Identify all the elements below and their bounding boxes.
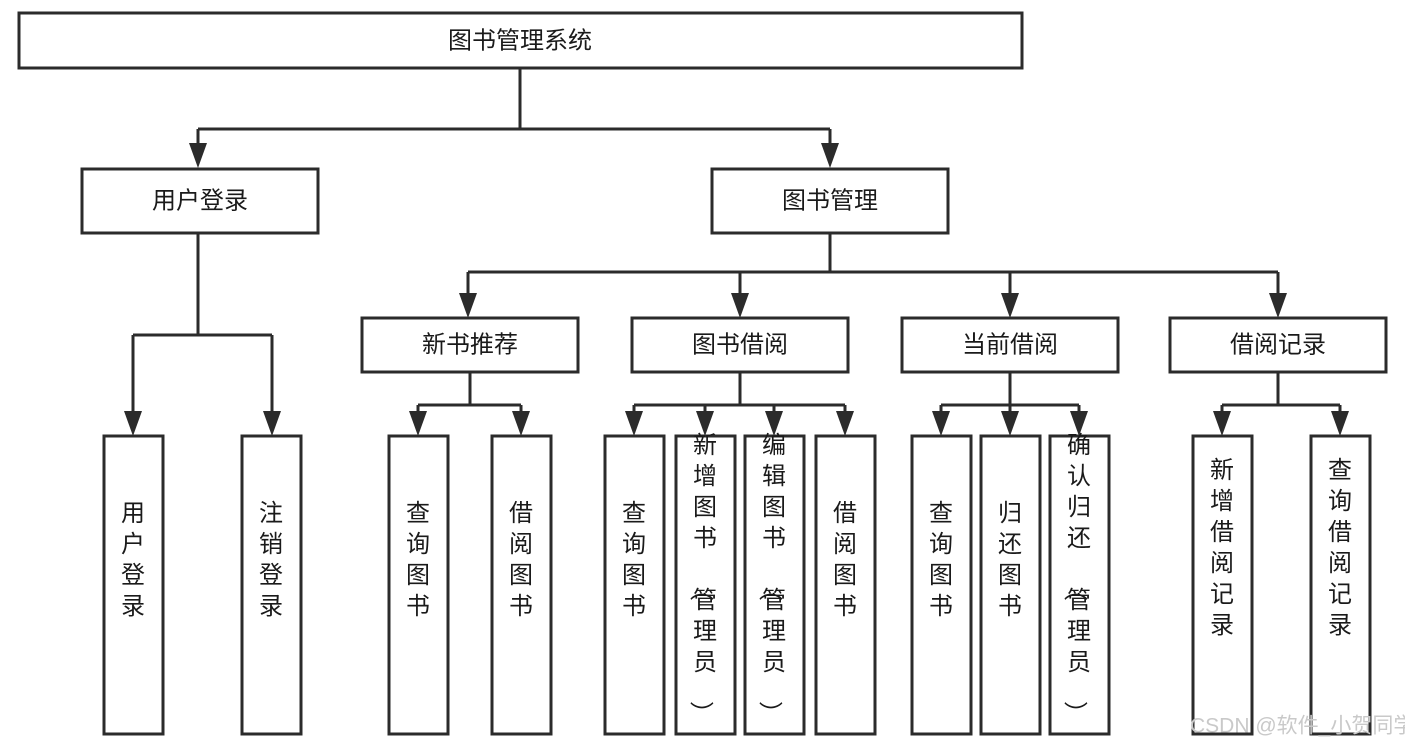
- node-leaf-return-book-label: 归还图书: [998, 500, 1022, 620]
- node-leaf-confirm-return-box[interactable]: [1048, 434, 1111, 736]
- node-leaf-borrow-book-1-box[interactable]: [490, 434, 553, 736]
- arrow-root-to-user-login: [189, 143, 207, 168]
- node-leaf-query-book-3-label: 查询图书: [929, 500, 953, 620]
- node-root-box[interactable]: [17, 11, 1024, 70]
- node-borrow-record-label: 借阅记录: [1230, 331, 1326, 358]
- arrow-to-leaf-query-book-3: [932, 411, 950, 436]
- node-user-login-label: 用户登录: [152, 187, 248, 214]
- node-leaf-confirm-return[interactable]: 确认归还（管理员）: [1048, 432, 1111, 736]
- node-leaf-borrow-book-1-label: 借阅图书: [509, 500, 533, 620]
- node-leaf-confirm-return-label: 确认归还（管理员）: [1061, 432, 1091, 725]
- arrow-to-leaf-query-record: [1331, 411, 1349, 436]
- connector-group-root: [189, 68, 839, 168]
- node-borrow-record[interactable]: 借阅记录: [1168, 316, 1388, 374]
- node-root-label: 图书管理系统: [448, 27, 592, 54]
- connector-group-new-book-recommend: [409, 372, 530, 436]
- node-leaf-add-record[interactable]: 新增借阅记录: [1191, 434, 1254, 736]
- connector-group-book-manage: [459, 233, 1287, 318]
- node-leaf-query-book-2-box[interactable]: [603, 434, 666, 736]
- arrow-to-leaf-borrow-book-2: [836, 411, 854, 436]
- node-leaf-user-login-label: 用户登录: [121, 500, 145, 620]
- node-new-book-recommend-box[interactable]: [360, 316, 580, 374]
- connector-group-current-borrow: [932, 372, 1088, 436]
- node-leaf-borrow-book-1[interactable]: 借阅图书: [490, 434, 553, 736]
- arrow-to-leaf-query-book-2: [625, 411, 643, 436]
- node-leaf-user-logout[interactable]: 注销登录: [240, 434, 303, 736]
- arrow-to-leaf-add-book: [696, 411, 714, 436]
- node-book-borrow[interactable]: 图书借阅: [630, 316, 850, 374]
- arrow-to-leaf-confirm-return: [1070, 411, 1088, 436]
- node-current-borrow-label: 当前借阅: [962, 331, 1058, 358]
- arrow-to-leaf-add-record: [1213, 411, 1231, 436]
- node-book-manage[interactable]: 图书管理: [710, 167, 950, 235]
- node-leaf-user-logout-box[interactable]: [240, 434, 303, 736]
- node-book-manage-label: 图书管理: [782, 187, 878, 214]
- node-book-borrow-label: 图书借阅: [692, 331, 788, 358]
- node-leaf-edit-book-box[interactable]: [743, 434, 806, 736]
- node-leaf-query-book-3-box[interactable]: [910, 434, 973, 736]
- node-leaf-borrow-book-2-label: 借阅图书: [833, 500, 857, 620]
- arrow-to-new-book-recommend: [459, 293, 477, 318]
- arrow-to-leaf-query-book-1: [409, 411, 427, 436]
- node-current-borrow-box[interactable]: [900, 316, 1120, 374]
- node-leaf-query-record-label: 查询借阅记录: [1328, 457, 1352, 639]
- node-leaf-borrow-book-2-box[interactable]: [814, 434, 877, 736]
- connector-group-book-borrow: [625, 372, 854, 436]
- node-leaf-query-record[interactable]: 查询借阅记录: [1309, 434, 1372, 736]
- node-new-book-recommend[interactable]: 新书推荐: [360, 316, 580, 374]
- node-current-borrow[interactable]: 当前借阅: [900, 316, 1120, 374]
- node-leaf-return-book[interactable]: 归还图书: [979, 434, 1042, 736]
- node-leaf-query-record-box[interactable]: [1309, 434, 1372, 736]
- node-user-login-box[interactable]: [80, 167, 320, 235]
- node-leaf-add-record-label: 新增借阅记录: [1210, 457, 1234, 639]
- node-book-manage-box[interactable]: [710, 167, 950, 235]
- node-leaf-add-record-box[interactable]: [1191, 434, 1254, 736]
- arrow-to-leaf-user-login: [124, 411, 142, 436]
- connector-group-user-login: [124, 233, 281, 436]
- node-leaf-add-book[interactable]: 新增图书（管理员）: [674, 432, 737, 736]
- node-leaf-add-book-label: 新增图书（管理员）: [687, 432, 717, 725]
- node-leaf-borrow-book-2[interactable]: 借阅图书: [814, 434, 877, 736]
- node-leaf-query-book-2-label: 查询图书: [622, 500, 646, 620]
- arrow-to-leaf-edit-book: [765, 411, 783, 436]
- node-leaf-edit-book-label: 编辑图书（管理员）: [756, 432, 786, 725]
- arrow-to-leaf-borrow-book-1: [512, 411, 530, 436]
- watermark-label: CSDN @软件_小贺同学: [1190, 715, 1405, 738]
- node-leaf-query-book-3[interactable]: 查询图书: [910, 434, 973, 736]
- node-leaf-query-book-1-box[interactable]: [387, 434, 450, 736]
- node-book-borrow-box[interactable]: [630, 316, 850, 374]
- node-leaf-query-book-1[interactable]: 查询图书: [387, 434, 450, 736]
- node-borrow-record-box[interactable]: [1168, 316, 1388, 374]
- node-user-login[interactable]: 用户登录: [80, 167, 320, 235]
- node-leaf-edit-book[interactable]: 编辑图书（管理员）: [743, 432, 806, 736]
- arrow-to-leaf-user-logout: [263, 411, 281, 436]
- node-leaf-user-logout-label: 注销登录: [259, 500, 283, 620]
- arrow-root-to-book-manage: [821, 143, 839, 168]
- arrow-to-borrow-record: [1269, 293, 1287, 318]
- arrow-to-current-borrow: [1001, 293, 1019, 318]
- node-leaf-return-book-box[interactable]: [979, 434, 1042, 736]
- node-leaf-query-book-1-label: 查询图书: [406, 500, 430, 620]
- node-leaf-query-book-2[interactable]: 查询图书: [603, 434, 666, 736]
- node-leaf-user-login-box[interactable]: [102, 434, 165, 736]
- node-leaf-add-book-box[interactable]: [674, 434, 737, 736]
- arrow-to-book-borrow: [731, 293, 749, 318]
- connector-group-borrow-record: [1213, 372, 1349, 436]
- node-new-book-recommend-label: 新书推荐: [422, 331, 518, 358]
- arrow-to-leaf-return-book: [1001, 411, 1019, 436]
- node-root[interactable]: 图书管理系统: [17, 11, 1024, 70]
- node-leaf-user-login[interactable]: 用户登录: [102, 434, 165, 736]
